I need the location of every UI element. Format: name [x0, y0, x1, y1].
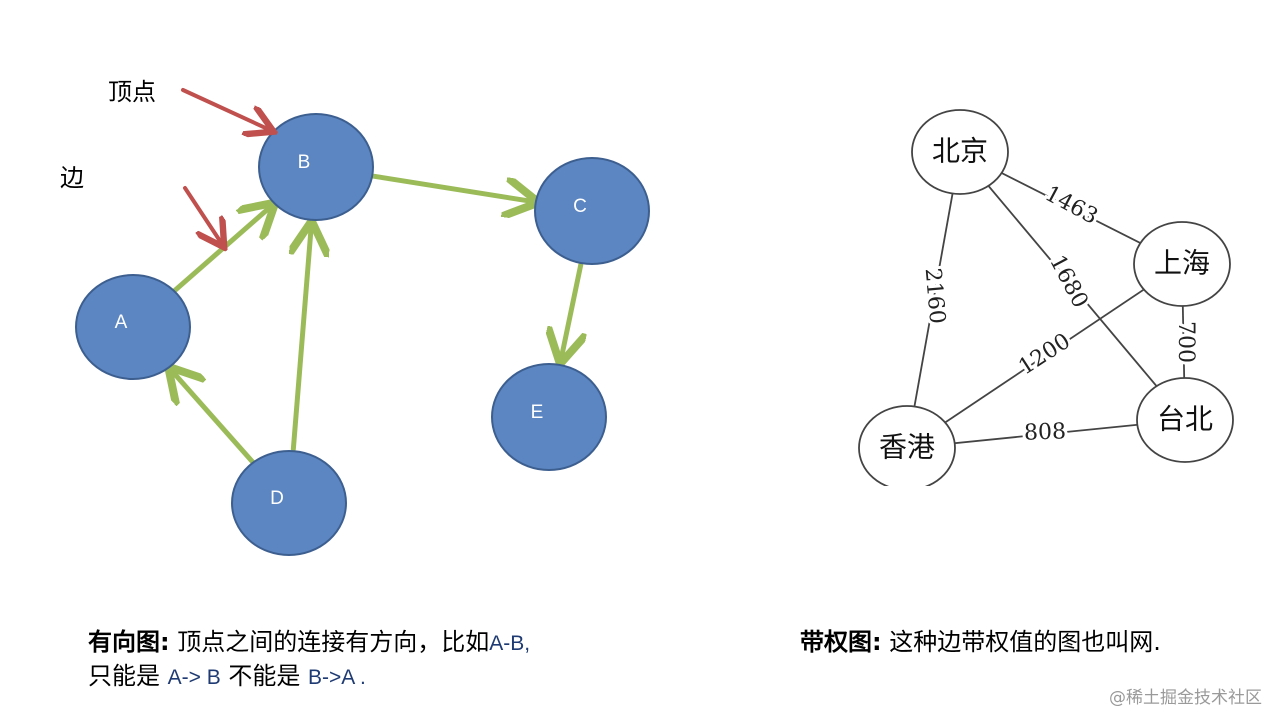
weight-label-beijing-xianggang: 2160: [920, 267, 950, 325]
city-node-shanghai: [1133, 221, 1231, 307]
edge-D-A: [171, 370, 256, 466]
city-label-shanghai: 上海: [1154, 247, 1210, 280]
image-crop-mask: [840, 486, 1260, 526]
weighted-graph-caption-title: 带权图:: [800, 628, 882, 656]
node-label-B: B: [298, 152, 311, 173]
city-label-xianggang: 香港: [879, 431, 935, 464]
city-node-beijing: [911, 109, 1009, 195]
weighted-edge-beijing-taibei: [959, 151, 1186, 421]
weight-label-beijing-taibei: 1680: [1044, 251, 1092, 312]
weighted-edge-shanghai-xianggang: [906, 263, 1183, 449]
node-E: [491, 363, 607, 471]
weight-label-shanghai-taibei: 700: [1173, 321, 1198, 363]
node-D: [231, 450, 347, 556]
callout-arrows: [181, 88, 270, 244]
weighted-graph-caption: 带权图: 这种边带权值的图也叫网.: [800, 626, 1161, 659]
node-label-C: C: [573, 196, 587, 217]
watermark: @稀土掘金技术社区: [1109, 688, 1262, 708]
city-label-taibei: 台北: [1157, 403, 1213, 436]
directed-graph-caption-line2d: B->A: [308, 666, 355, 689]
city-label-beijing: 北京: [932, 135, 988, 168]
vertex-callout-arrow: [181, 88, 270, 130]
edge-A-B: [171, 206, 272, 294]
edge-D-B: [293, 226, 311, 452]
weight-label-beijing-shanghai: 1463: [1041, 181, 1102, 229]
edge-callout-arrow: [183, 186, 222, 244]
node-C: [534, 157, 650, 265]
weight-label-xianggang-taibei: 808: [1024, 419, 1067, 445]
edge-C-E: [561, 262, 581, 359]
directed-graph-caption-title: 有向图:: [88, 628, 170, 656]
directed-graph-caption-line2b: A-> B: [167, 666, 221, 689]
directed-graph-caption-line2e: .: [354, 666, 366, 689]
directed-graph-caption-line2c: 不能是: [220, 662, 309, 690]
node-B: [258, 113, 374, 221]
directed-edges: [171, 173, 581, 466]
vertex-callout-label: 顶点: [108, 78, 156, 106]
directed-graph-caption-example: A-B,: [489, 632, 531, 655]
edge-B-C: [367, 173, 533, 202]
node-A: [75, 274, 191, 380]
weight-label-shanghai-xianggang: 1200: [1014, 329, 1075, 380]
weighted-edge-beijing-xianggang: [906, 151, 961, 449]
weighted-graph-caption-text: 这种边带权值的图也叫网.: [889, 628, 1161, 656]
node-label-D: D: [270, 488, 284, 509]
node-label-A: A: [115, 312, 128, 333]
city-node-taibei: [1136, 377, 1234, 463]
edge-callout-label: 边: [60, 164, 84, 192]
node-label-E: E: [531, 402, 544, 423]
directed-graph-caption: 有向图: 顶点之间的连接有方向，比如A-B, 只能是 A-> B 不能是 B->…: [88, 626, 530, 694]
directed-graph-caption-line2a: 只能是: [88, 662, 168, 690]
directed-nodes: A B C D E: [75, 113, 650, 556]
directed-graph-caption-text: 顶点之间的连接有方向，比如: [177, 628, 490, 656]
